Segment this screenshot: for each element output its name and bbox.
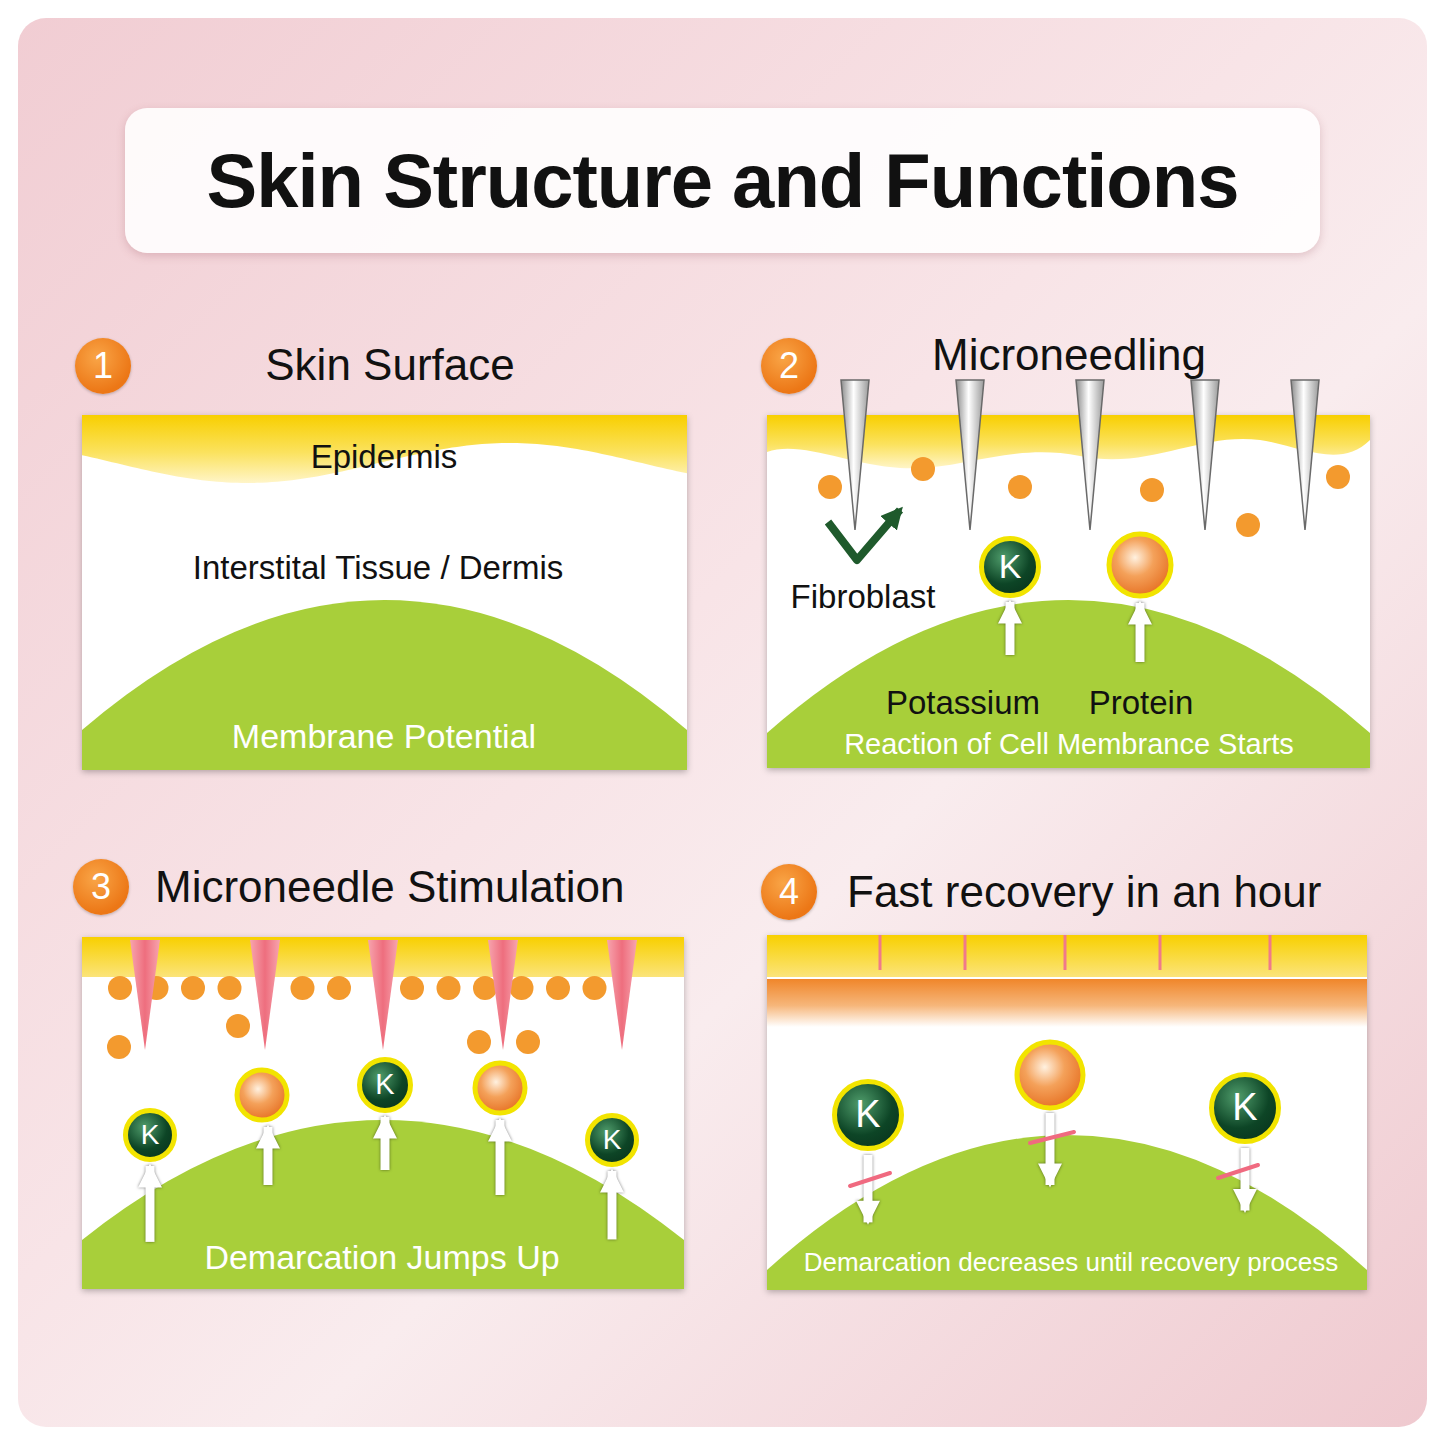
ion-flow-arrow [146,1166,155,1242]
text-holder: Epidermis [311,438,458,476]
step-panel: 4Demarcation decreases until recovery pr… [767,935,1367,1290]
ion-symbol: K [999,547,1022,586]
protein-arrow [264,1127,273,1185]
ion-flow-arrow [864,1155,873,1222]
block-mark [850,1173,890,1186]
title-text: Skin Structure and Functions [207,137,1239,224]
text-holder: Protein [1089,684,1194,722]
potassium-ion: K [585,1113,639,1167]
epidermis-band: Epidermis [82,415,687,510]
text-holder: K [984,541,1036,593]
text-holder: Membrane Potential [232,717,536,756]
step-number: 4 [779,871,799,912]
text-holder: K [837,1084,899,1146]
text-holder: Microneedling [932,330,1206,381]
text-holder: Interstital Tissue / Dermis [193,549,563,587]
cell-dome: Demarcation decreases until recovery pro… [767,1135,1367,1290]
ion-symbol: K [855,1093,880,1137]
ion-symbol: K [1232,1086,1257,1130]
cell-dome: Membrane Potential [82,600,687,770]
title-box: Skin Structure and Functions [125,108,1320,253]
panel-heading: Microneedling [932,330,1206,381]
text-holder: Reaction of Cell Membrance Starts [844,728,1294,761]
protein-arrow [1136,603,1145,662]
block-mark [1030,1132,1074,1143]
text-holder: Skin Surface [265,340,514,391]
protein-arrow [1046,1113,1055,1185]
step-number-circle: 1 [75,338,131,394]
potassium-ion: K [979,536,1041,598]
ion-symbol: K [375,1068,394,1101]
panel-heading: Skin Surface [265,340,514,391]
cell-dome: Potassium ProteinReaction of Cell Membran… [767,600,1370,768]
potassium-ion: K [832,1079,904,1151]
text-holder: Microneedle Stimulation [155,862,625,913]
step-number-circle: 4 [761,864,817,920]
cell-label: Reaction of Cell Membrance Starts [844,728,1294,761]
text-holder: 4 [761,864,817,920]
step-number-circle: 3 [73,859,129,915]
step-panel: 3Demarcation Jumps UpKKKMicroneedle Stim… [82,937,684,1289]
step-number: 3 [91,866,111,907]
ion-flow-arrow [381,1117,390,1170]
text-holder: Demarcation decreases until recovery pro… [804,1248,1339,1278]
panel-heading: Fast recovery in an hour [847,867,1321,918]
step-number-circle: 2 [761,338,817,394]
cell-label: Demarcation Jumps Up [204,1238,559,1277]
layer-label: Epidermis [311,438,458,476]
potassium-ion: K [123,1108,177,1162]
cell-label: Membrane Potential [232,717,536,756]
panel-heading: Microneedle Stimulation [155,862,625,913]
potassium-ion: K [357,1057,413,1113]
ion-label: Protein [1089,684,1194,722]
text-holder: Potassium [886,684,1040,722]
layer-label: Interstital Tissue / Dermis [193,549,563,587]
step-number: 1 [93,345,113,386]
cell-label: Fibroblast [791,578,936,616]
block-mark [1218,1165,1258,1178]
cell-label: Demarcation decreases until recovery pro… [804,1248,1339,1278]
protein-arrow [496,1120,505,1195]
step-panel: 1EpidermisMembrane PotentialSkin Surface… [82,415,687,770]
ion-symbol: K [141,1119,160,1151]
text-holder: K [590,1118,634,1162]
text-holder: 3 [73,859,129,915]
text-holder: K [128,1113,172,1157]
potassium-ion: K [1209,1072,1281,1144]
text-holder: K [362,1062,408,1108]
ion-symbol: K [603,1124,622,1156]
ion-flow-arrow [608,1171,617,1239]
step-panel: 2PotassiumProteinReaction of Cell Membra… [767,415,1370,768]
text-holder: Fast recovery in an hour [847,867,1321,918]
step-number: 2 [779,345,799,386]
ion-flow-arrow [1241,1148,1250,1211]
text-holder: Fibroblast [791,578,936,616]
ion-label: Potassium [886,684,1040,722]
text-holder: 1 [75,338,131,394]
text-holder: Demarcation Jumps Up [204,1238,559,1277]
text-holder: K [1214,1077,1276,1139]
ion-flow-arrow [1006,602,1015,655]
text-holder: 2 [761,338,817,394]
